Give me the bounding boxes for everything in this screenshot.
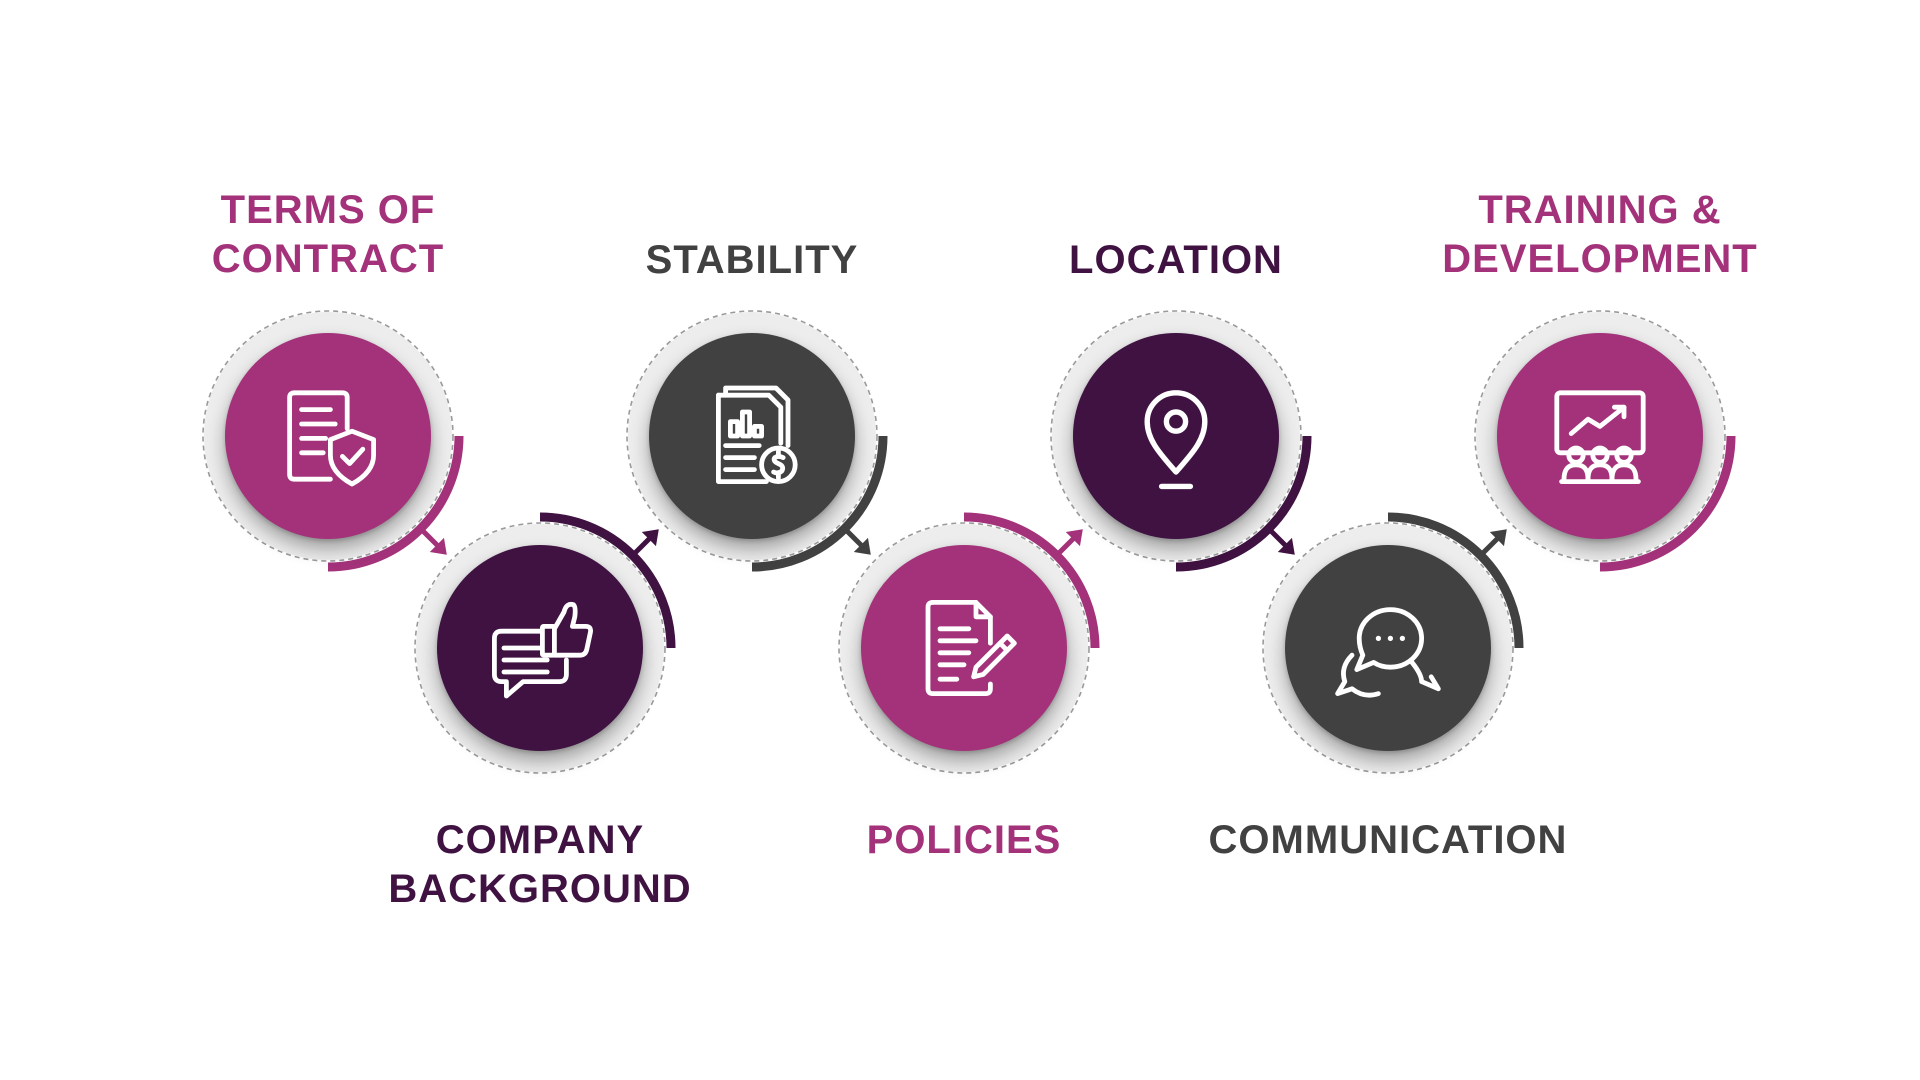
dashed-outline (626, 310, 878, 562)
step-policies-label: POLICIES (754, 816, 1174, 865)
label-line: POLICIES (866, 818, 1062, 862)
label-line: TRAINING & (1478, 188, 1722, 232)
step-training-development-circle (1497, 333, 1703, 539)
dashed-outline (202, 310, 454, 562)
arrow-head (429, 537, 447, 555)
label-line: DEVELOPMENT (1442, 237, 1758, 281)
label-line: CONTRACT (211, 237, 445, 281)
financial-report-icon (716, 385, 798, 484)
step-training-development-label: TRAINING & DEVELOPMENT (1390, 186, 1810, 284)
document-edit-icon (925, 600, 1017, 696)
arrow-shaft (1477, 536, 1500, 559)
arrow-head (641, 529, 659, 547)
arrow-shaft (629, 536, 652, 559)
step-company-background-circle (437, 545, 643, 751)
step-stability-label: STABILITY (542, 236, 962, 285)
location-pin-icon (1144, 390, 1208, 490)
dashed-outline (1474, 310, 1726, 562)
label-line: COMPANY (435, 818, 645, 862)
arrow-shaft (841, 525, 864, 548)
dashed-outline (414, 522, 666, 774)
step-stability-circle (649, 333, 855, 539)
progress-arc (1599, 435, 1736, 572)
step-terms-of-contract-circle (225, 333, 431, 539)
step-communication-label: COMMUNICATION (1178, 816, 1598, 865)
label-line: BACKGROUND (388, 867, 692, 911)
dashed-outline (1050, 310, 1302, 562)
arrow-head (853, 537, 871, 555)
arrow-shaft (1265, 525, 1288, 548)
training-presentation-icon (1554, 390, 1646, 484)
feedback-thumbs-up-icon (492, 601, 593, 699)
dashed-outline (1262, 522, 1514, 774)
dashed-outline (838, 522, 1090, 774)
label-line: STABILITY (645, 238, 859, 282)
step-location-circle (1073, 333, 1279, 539)
step-policies-circle (861, 545, 1067, 751)
arrow-head (1277, 537, 1295, 555)
step-location-label: LOCATION (966, 236, 1386, 285)
step-communication-circle (1285, 545, 1491, 751)
arrow-shaft (417, 525, 440, 548)
arrow-head (1489, 529, 1507, 547)
chat-bubbles-icon (1335, 607, 1441, 698)
label-line: LOCATION (1069, 238, 1283, 282)
label-line: TERMS OF (220, 188, 436, 232)
arrow-shaft (1053, 536, 1076, 559)
arrow-head (1065, 529, 1083, 547)
contract-shield-icon (287, 390, 376, 487)
step-terms-of-contract-label: TERMS OF CONTRACT (118, 186, 538, 284)
step-company-background-label: COMPANY BACKGROUND (330, 816, 750, 914)
label-line: COMMUNICATION (1208, 818, 1568, 862)
